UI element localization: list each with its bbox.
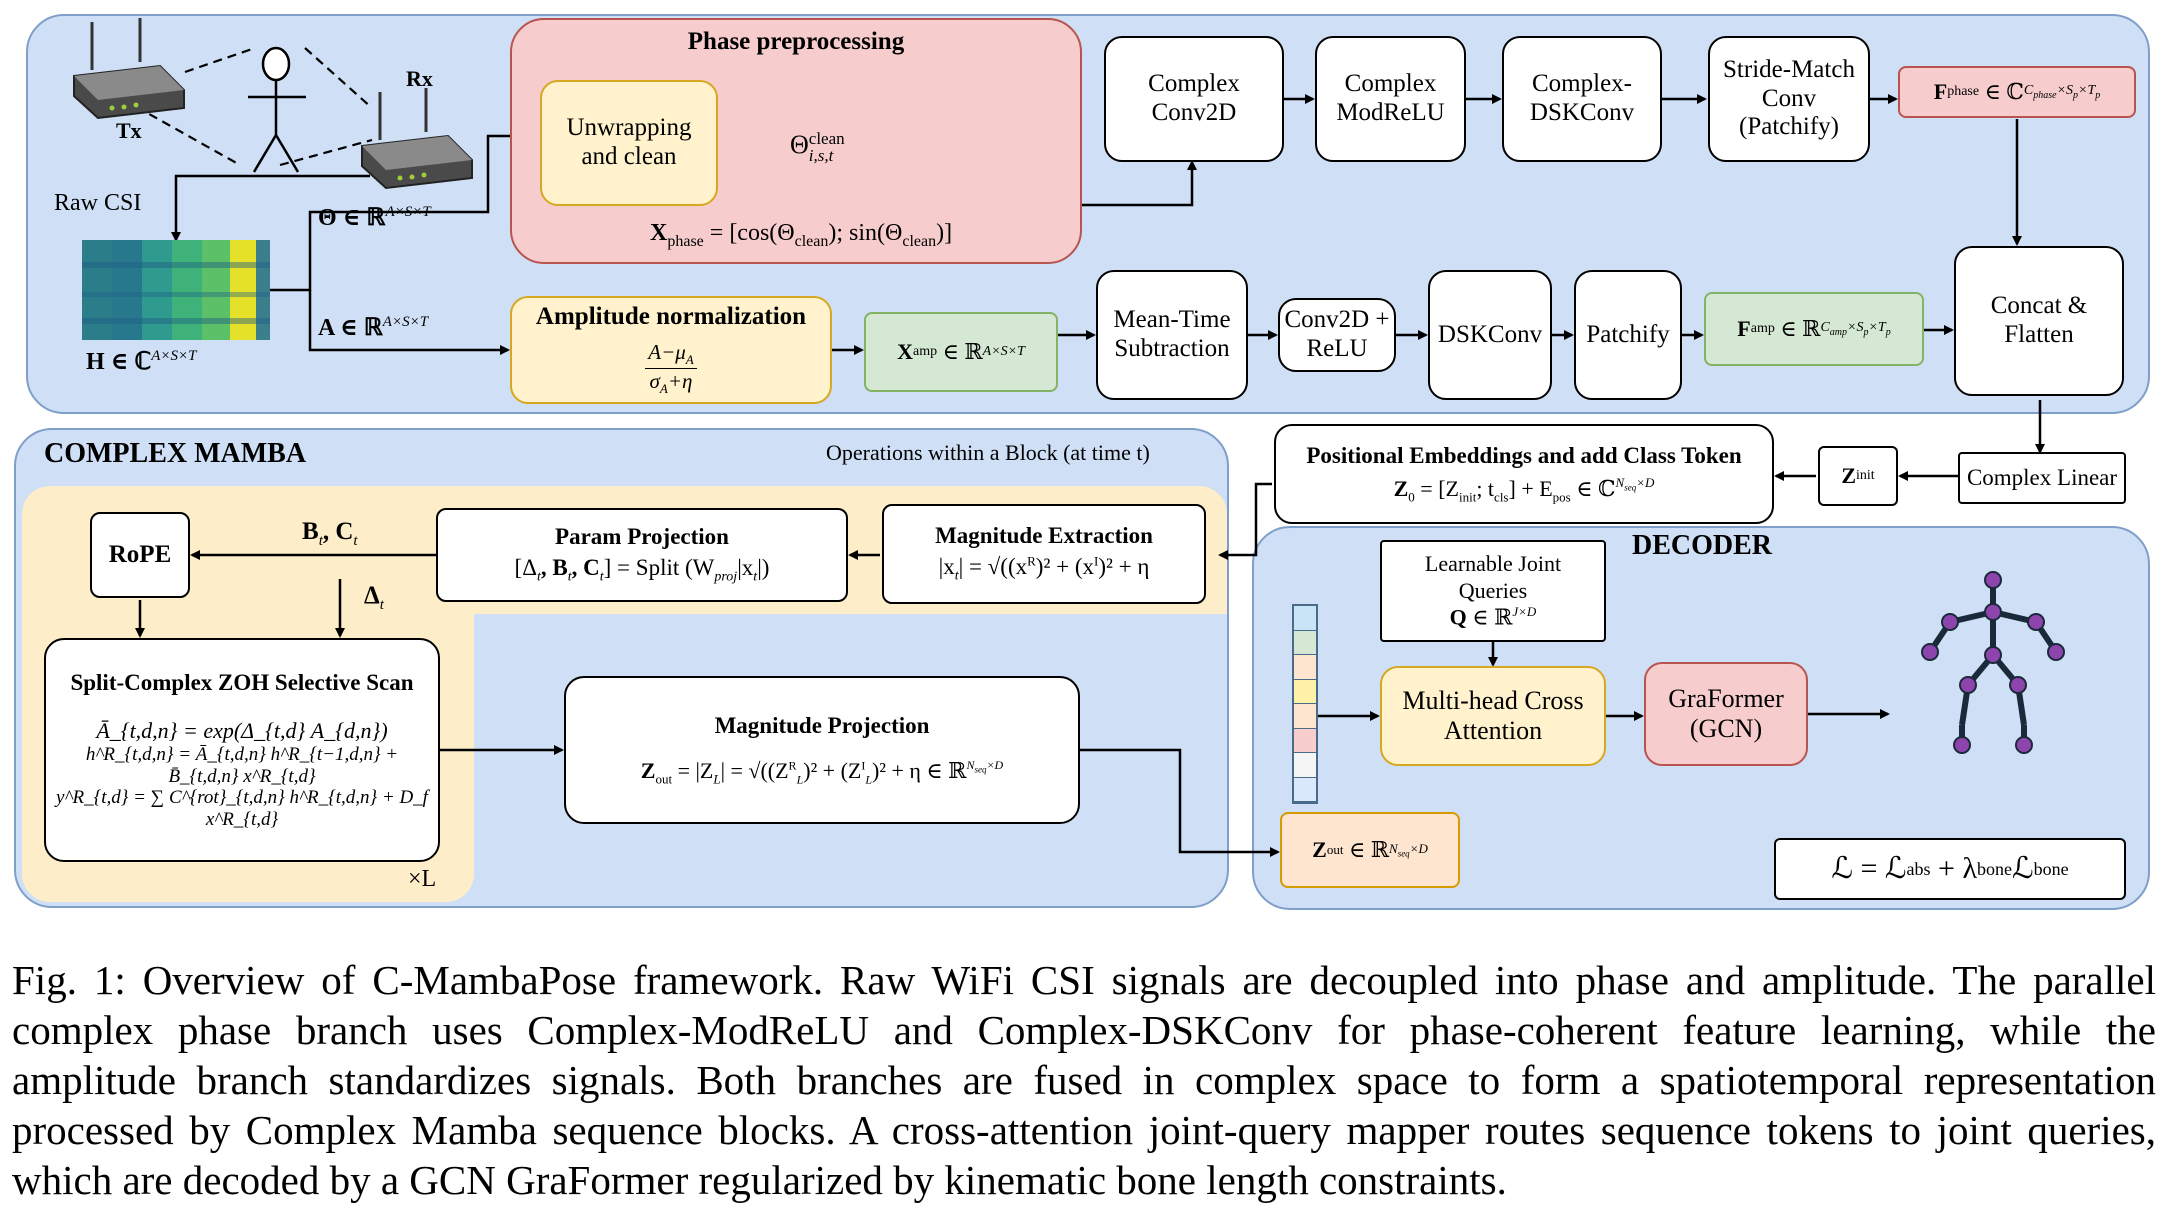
graformer-box: GraFormer (GCN) [1644,662,1808,766]
scan-eq-2: h^R_{t,d,n} = Ā_{t,d,n} h^R_{t−1,d,n} + … [85,743,399,787]
token-cell [1294,679,1316,704]
token-cell [1294,753,1316,778]
token-cell [1294,728,1316,753]
token-cell [1294,630,1316,655]
concat-flatten-box: Concat & Flatten [1954,246,2124,396]
rope-box: RoPE [90,512,190,598]
complex-modrelu-box: Complex ModReLU [1315,36,1466,162]
multihead-attention-box: Multi-head Cross Attention [1380,666,1606,766]
csi-heatmap [82,240,270,340]
person-icon [248,46,306,173]
learnable-queries-box: Learnable Joint Queries Q ∈ ℝJ×D [1380,540,1606,642]
amp-normalization-box: Amplitude normalization A−μA σA+η [510,296,832,404]
positional-embedding-box: Positional Embeddings and add Class Toke… [1274,424,1774,524]
mamba-ops-note: Operations within a Block (at time t) [826,440,1150,465]
param-projection-box: Param Projection [Δt, Bt, Ct] = Split (W… [436,508,848,602]
mean-time-box: Mean-Time Subtraction [1096,270,1248,400]
theta-label: Θ ∈ ℝA×S×T [318,204,431,231]
raw-csi-label: Raw CSI [54,190,142,216]
h-label: H ∈ ℂA×S×T [86,348,197,375]
xphase-equation: Xphase = [cos(Θclean); sin(Θclean)] [650,220,953,250]
tx-label: Tx [116,118,142,143]
token-cell [1294,606,1316,631]
patchify-box: Patchify [1574,270,1682,400]
complex-dskconv-box: Complex-DSKConv [1502,36,1662,162]
delta-label: Δt [364,582,384,613]
dskconv-box: DSKConv [1428,270,1552,400]
rx-router-icon [361,88,473,190]
complex-conv2d-box: Complex Conv2D [1104,36,1284,162]
figure-caption: Fig. 1: Overview of C-MambaPose framewor… [12,957,2156,1204]
a-label: A ∈ ℝA×S×T [318,314,429,341]
mamba-title: COMPLEX MAMBA [44,438,307,469]
scan-eq-3: y^R_{t,d} = ∑ C^{rot}_{t,d,n} h^R_{t,d,n… [56,787,428,831]
selective-scan-box: Split-Complex ZOH Selective Scan Ā_{t,d,… [44,638,440,862]
token-cell [1294,655,1316,680]
token-stack [1292,604,1318,804]
scan-eq-1: Ā_{t,d,n} = exp(Δ_{t,d} A_{d,n}) [96,718,388,744]
decoder-title: DECODER [1632,530,1773,561]
skeleton-joints [1921,571,2065,754]
tx-router-icon [73,18,185,120]
magnitude-projection-box: Magnitude Projection Zout = |ZL| = √((ZR… [564,676,1080,824]
unwrap-box: Unwrapping and clean [540,80,718,206]
magnitude-extraction-box: Magnitude Extraction |xt| = √((xR)² + (x… [882,504,1206,604]
rx-label: Rx [406,66,433,91]
times-l-label: ×L [408,866,437,892]
token-cell [1294,777,1316,802]
complex-linear-box: Complex Linear [1958,452,2126,504]
conv2d-relu-box: Conv2D + ReLU [1278,298,1396,372]
bc-label: Bt, Ct [302,518,358,549]
stride-match-box: Stride-Match Conv (Patchify) [1708,36,1870,162]
token-cell [1294,704,1316,729]
